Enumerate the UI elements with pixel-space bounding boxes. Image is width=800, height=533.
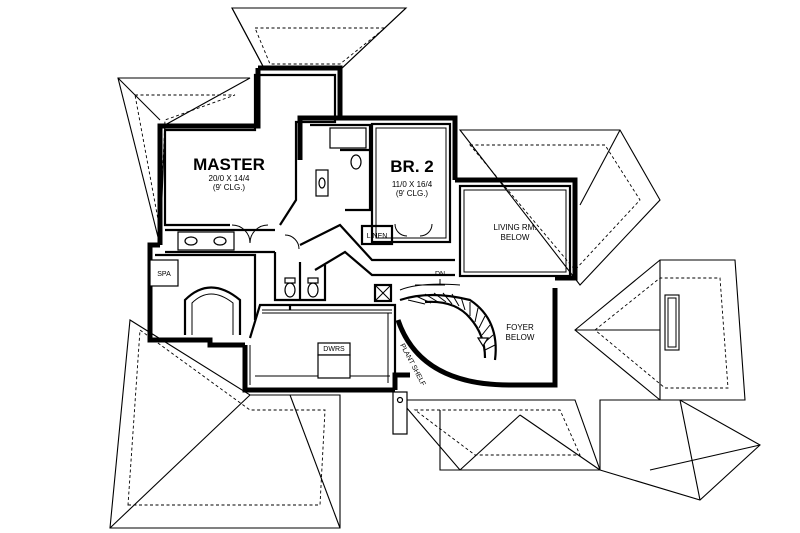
roof-outline (109, 7, 761, 529)
master-room-size: 20/0 X 14/4 (209, 174, 250, 183)
master-room-name: MASTER (193, 155, 265, 174)
room-labels: MASTER 20/0 X 14/4 (9' CLG.) BR. 2 11/0 … (157, 155, 536, 387)
linen-label: LINEN (367, 233, 388, 240)
stair-down-label: DN (435, 271, 445, 278)
br2-room-size: 11/0 X 16/4 (392, 180, 433, 189)
spa-label: SPA (157, 271, 171, 278)
foyer-label: FOYER (506, 323, 534, 332)
br2-room-ceiling: (9' CLG.) (396, 189, 429, 198)
fixtures (177, 127, 433, 385)
master-room-ceiling: (9' CLG.) (213, 183, 246, 192)
foyer-below-label: BELOW (506, 333, 535, 342)
curved-stair (399, 279, 497, 361)
living-room-below-label: BELOW (501, 233, 530, 242)
living-room-label: LIVING RM. (493, 223, 536, 232)
br2-room-name: BR. 2 (390, 157, 433, 176)
drawers-label: DWRS (323, 346, 345, 353)
interior-walls (149, 73, 572, 385)
